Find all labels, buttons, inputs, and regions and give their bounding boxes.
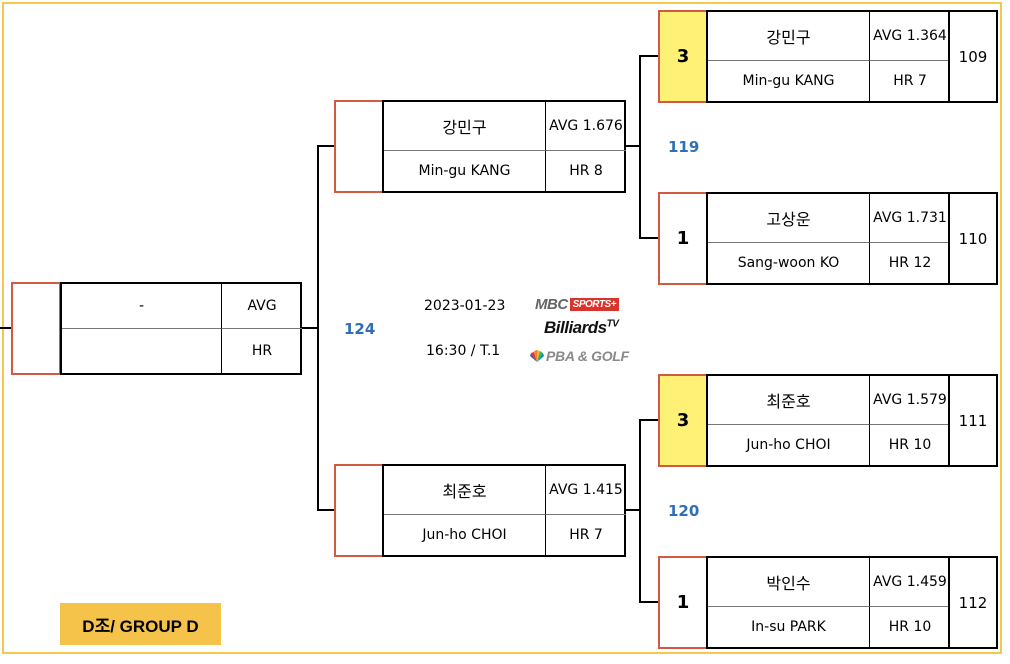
final-player-card: - AVG HR	[60, 282, 302, 375]
r1-match-110-score: 1	[658, 192, 708, 285]
r1-match-110-number: 110	[948, 192, 998, 285]
semi2-player-avg: AVG 1.415	[546, 466, 626, 515]
pba-golf-logo-text: PBA & GOLF	[546, 348, 629, 364]
r1-match-112-name-ko: 박인수	[708, 558, 870, 607]
r1-match-109-number: 109	[948, 10, 998, 103]
r1-match-111-avg: AVG 1.579	[870, 376, 950, 425]
r1-match-112-name-en: In-su PARK	[708, 607, 870, 647]
match-label-120: 120	[668, 502, 700, 520]
billiards-tv-logo: BilliardsTV	[544, 318, 619, 338]
semi2-score-box	[334, 464, 384, 557]
r1-match-112-number: 112	[948, 556, 998, 649]
sports-plus-badge: SPORTS+	[569, 298, 619, 311]
semi2-player-name-en: Jun-ho CHOI	[384, 515, 546, 555]
r1-match-109-score: 3	[658, 10, 708, 103]
final-player-name-en	[62, 329, 222, 373]
final-player-name-ko: -	[62, 284, 222, 329]
semi2-player-hr: HR 7	[569, 527, 603, 543]
pba-golf-logo: PBA & GOLF	[530, 348, 629, 364]
r1-match-111-score: 3	[658, 374, 708, 467]
r1-match-111-name-ko: 최준호	[708, 376, 870, 425]
r1-match-112-avg: AVG 1.459	[870, 558, 950, 607]
semi2-player-card: 최준호 AVG 1.415 Jun-ho CHOI HR 7	[382, 464, 626, 557]
mbc-logo-text: MBC	[535, 296, 568, 313]
r1-match-109-name-ko: 강민구	[708, 12, 870, 61]
r1-match-112-player-card: 박인수 AVG 1.459 In-su PARK HR 10	[706, 556, 950, 649]
semi1-player-hr: HR 8	[569, 163, 603, 179]
semi1-score-box	[334, 100, 384, 193]
match-label-119: 119	[668, 138, 700, 156]
r1-match-110-avg: AVG 1.731	[870, 194, 950, 243]
match-label-124: 124	[344, 320, 376, 338]
r1-match-112-hr: HR 10	[888, 619, 932, 635]
semi1-player-card: 강민구 AVG 1.676 Min-gu KANG HR 8	[382, 100, 626, 193]
r1-match-111-number: 111	[948, 374, 998, 467]
semi1-player-name-ko: 강민구	[384, 102, 546, 151]
r1-match-109-avg: AVG 1.364	[870, 12, 950, 61]
r1-match-111-hr: HR 10	[888, 437, 932, 453]
final-player-avg: AVG	[222, 284, 302, 329]
peacock-icon	[530, 350, 544, 362]
r1-match-110-name-ko: 고상운	[708, 194, 870, 243]
group-label: D조/ GROUP D	[60, 603, 221, 645]
r1-match-109-player-card: 강민구 AVG 1.364 Min-gu KANG HR 7	[706, 10, 950, 103]
final-player-hr: HR	[251, 343, 273, 359]
r1-match-112-score: 1	[658, 556, 708, 649]
event-date: 2023-01-23	[424, 298, 506, 314]
final-score-box	[11, 282, 61, 375]
semi2-player-name-ko: 최준호	[384, 466, 546, 515]
r1-match-110-name-en: Sang-woon KO	[708, 243, 870, 283]
r1-match-110-hr: HR 12	[888, 255, 932, 271]
r1-match-109-name-en: Min-gu KANG	[708, 61, 870, 101]
r1-match-111-player-card: 최준호 AVG 1.579 Jun-ho CHOI HR 10	[706, 374, 950, 467]
semi1-player-name-en: Min-gu KANG	[384, 151, 546, 191]
semi1-player-avg: AVG 1.676	[546, 102, 626, 151]
event-time-table: 16:30 / T.1	[426, 343, 501, 359]
billiards-logo-text: Billiards	[544, 318, 607, 337]
r1-match-111-name-en: Jun-ho CHOI	[708, 425, 870, 465]
r1-match-109-hr: HR 7	[893, 73, 927, 89]
tv-superscript: TV	[606, 318, 619, 330]
r1-match-110-player-card: 고상운 AVG 1.731 Sang-woon KO HR 12	[706, 192, 950, 285]
